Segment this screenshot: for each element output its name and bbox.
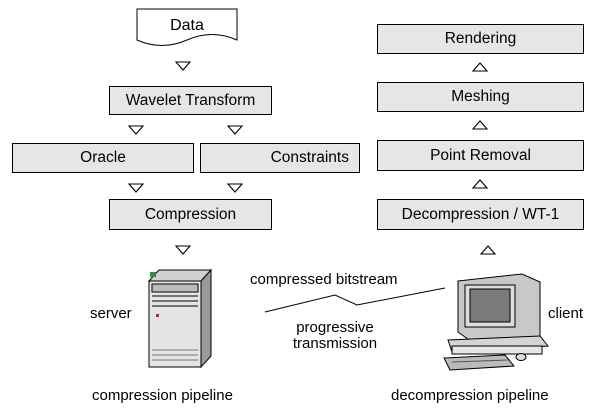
rendering-box: Rendering <box>377 24 584 54</box>
arrow-down-wavelet-to-constraints <box>226 125 244 135</box>
compression-box: Compression <box>109 199 272 230</box>
server-icon <box>147 268 213 369</box>
network-link-line <box>264 287 446 313</box>
wavelet-transform-box: Wavelet Transform <box>109 86 272 115</box>
meshing-box: Meshing <box>377 82 584 112</box>
arrow-down-oracle-to-compression <box>127 183 145 193</box>
oracle-box: Oracle <box>12 143 194 173</box>
arrow-up-meshing-to-rendering <box>471 62 489 72</box>
decompression-box: Decompression / WT-1 <box>377 199 584 230</box>
point-removal-box: Point Removal <box>377 140 584 171</box>
server-label: server <box>90 305 132 322</box>
arrow-up-decompression-to-pointremoval <box>471 179 489 189</box>
compressed-bitstream-label: compressed bitstream <box>250 271 398 288</box>
constraints-box: Constraints <box>200 143 360 173</box>
arrow-up-client-to-decompression <box>479 245 497 255</box>
arrow-down-wavelet-to-oracle <box>127 125 145 135</box>
arrow-down-compression-to-server <box>174 245 192 255</box>
arrow-up-pointremoval-to-meshing <box>471 120 489 130</box>
decompression-pipeline-caption: decompression pipeline <box>391 387 549 404</box>
arrow-down-constraints-to-compression <box>226 183 244 193</box>
compression-pipeline-caption: compression pipeline <box>92 387 233 404</box>
progressive-transmission-line1: progressive <box>296 319 374 336</box>
arrow-down-data-to-wavelet <box>174 61 192 71</box>
client-computer-icon <box>443 273 549 371</box>
data-source-label: Data <box>170 17 204 34</box>
progressive-transmission-line2: transmission <box>292 335 378 352</box>
client-label: client <box>548 305 584 322</box>
data-document-shape <box>136 8 238 46</box>
